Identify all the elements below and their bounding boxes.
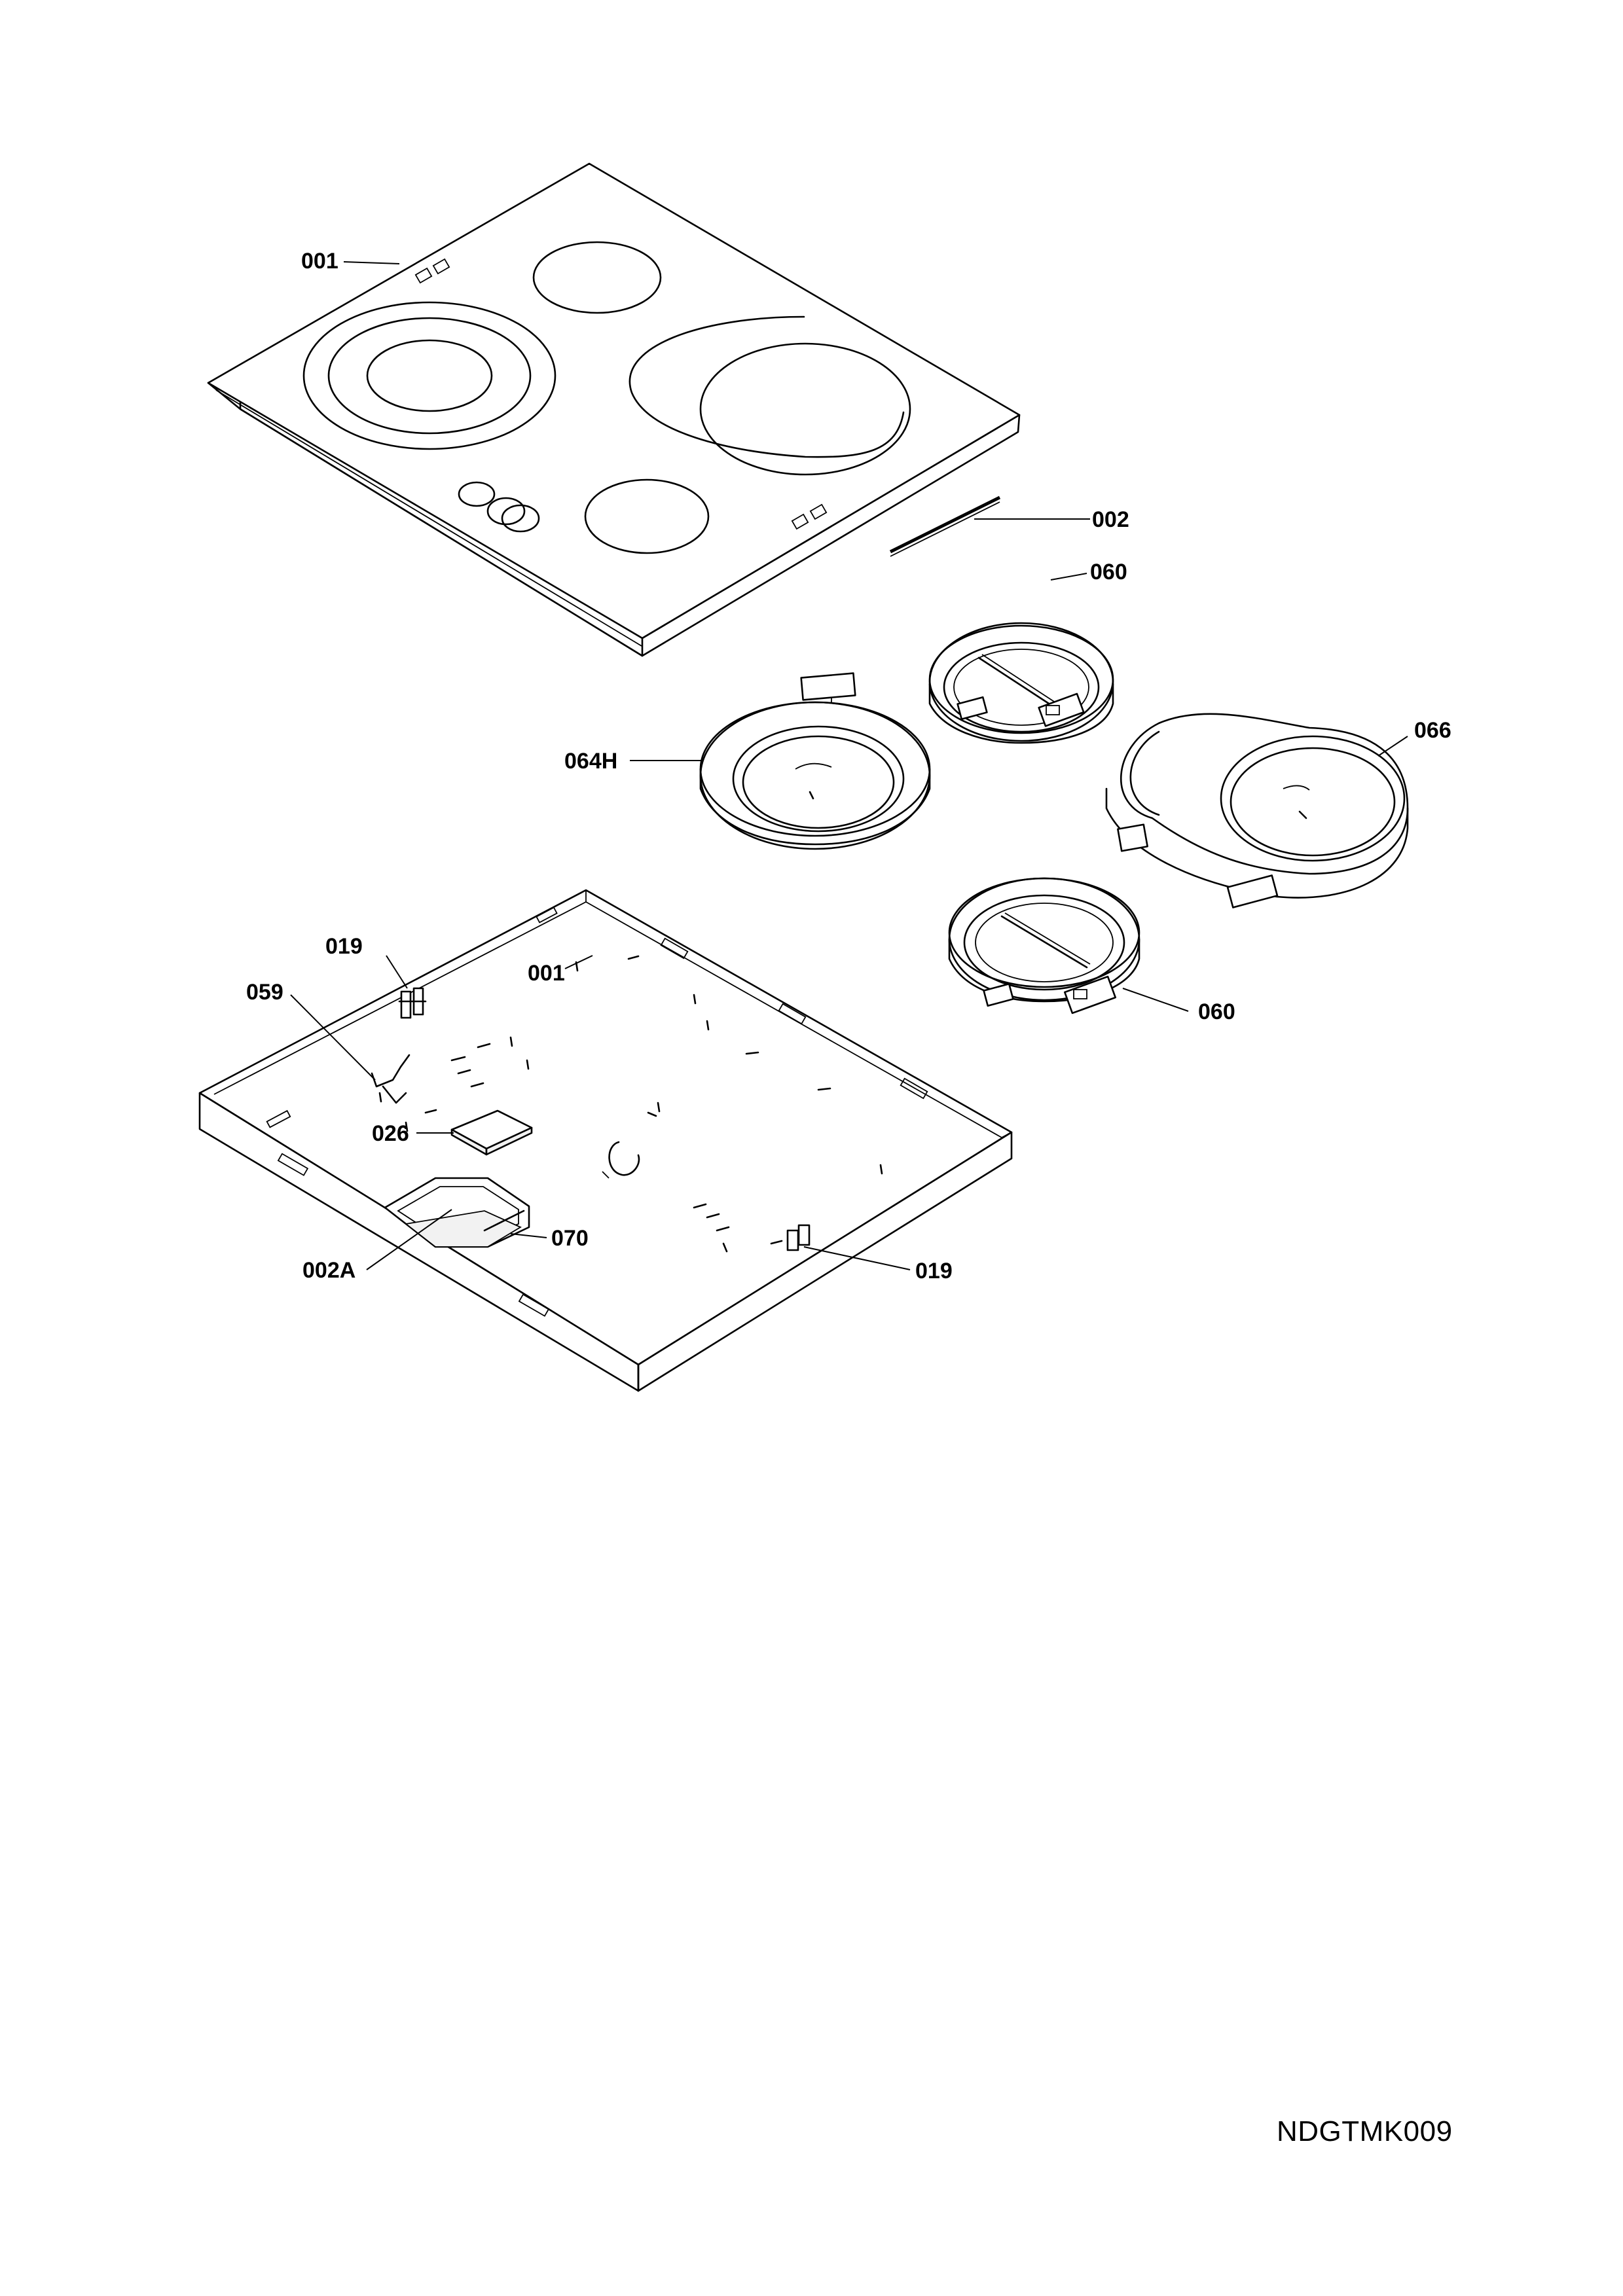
zone-front-left-mid [327,317,532,435]
spring-clip-059 [371,1054,410,1104]
callout-bracket-left: 019 [325,934,363,959]
radiant-element-lower-060 [948,877,1140,1014]
callout-radiant-element-dual: 064H [564,749,617,774]
wall-slots [266,906,928,1317]
center-fixing [608,1141,640,1176]
callout-spring-clip: 059 [246,980,283,1005]
terminal-box-070 [483,1210,525,1232]
zone-front-right-small [584,478,710,554]
callout-labels: 001 002 060 064H 066 060 019 059 001 026… [246,249,1451,1283]
bracket-left-019 [398,987,427,1019]
zone-front-left-outer [302,301,556,450]
zone-oval-main [699,342,911,476]
seal-strip [889,495,1001,557]
callout-radiant-element-upper: 060 [1090,560,1127,584]
interior-studs [378,955,883,1253]
callout-radiant-element-oval: 066 [1414,718,1451,743]
callout-bracket-right: 019 [915,1259,953,1283]
insulation-pad [450,1109,533,1156]
callout-glass-top: 001 [301,249,338,274]
callout-base-tray: 001 [528,961,565,986]
callout-cutout-seal: 002A [302,1258,356,1283]
zone-back-left-small [532,241,662,314]
base-tray [198,889,1013,1392]
bracket-right-019 [786,1224,811,1251]
touch-controls [458,481,540,533]
radiant-element-upper-060 [928,622,1114,744]
zone-oval-extended [629,315,905,458]
document-id: NDGTMK009 [1277,2115,1453,2147]
radiant-element-oval-066 [1105,713,1409,908]
callout-insulation-pad: 026 [372,1121,409,1146]
radiant-element-dual-064H [699,672,931,850]
callout-seal-strip: 002 [1092,507,1129,532]
zone-front-left-inner [366,339,493,412]
leader-lines [290,261,1408,1270]
callout-radiant-element-lower: 060 [1198,999,1235,1024]
indicator-lights-front [791,503,828,530]
glass-cooktop [207,162,1021,657]
callout-terminal-box: 070 [551,1226,589,1251]
indicator-lights-top [414,258,450,284]
